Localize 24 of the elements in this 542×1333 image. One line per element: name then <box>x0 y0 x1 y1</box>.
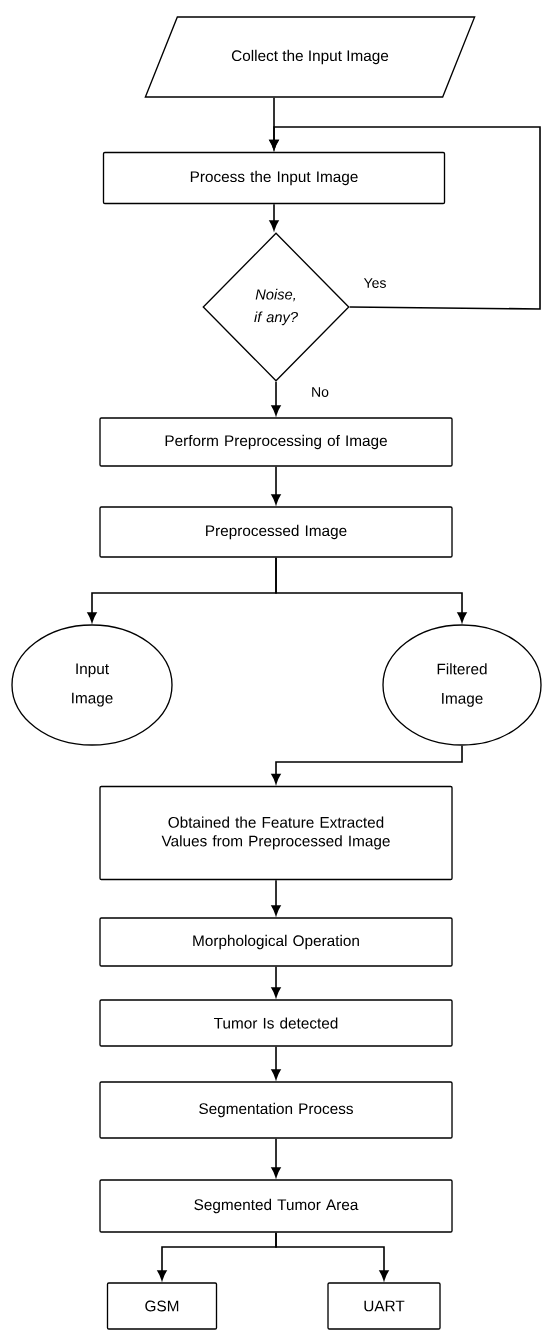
arrow <box>271 744 463 784</box>
edge-label: No <box>309 385 331 399</box>
process-box: Obtained the Feature Extracted Values from Preprocessed Image <box>99 785 453 881</box>
arrow <box>275 556 467 623</box>
arrow <box>271 1137 281 1178</box>
arrow <box>271 879 281 916</box>
process-box: UART <box>327 1282 441 1330</box>
process-box: Segmentation Process <box>99 1081 453 1139</box>
process-box: Preprocessed Image <box>99 506 453 558</box>
arrow <box>271 465 281 505</box>
process-box: Process the Input Image <box>102 151 446 205</box>
process-box: GSM <box>106 1282 218 1330</box>
arrow <box>271 1045 281 1080</box>
process-box: Tumor Is detected <box>99 999 453 1047</box>
process-box: Morphological Operation <box>99 917 453 967</box>
arrow <box>275 1231 389 1281</box>
arrow <box>269 126 541 310</box>
arrow <box>271 965 281 998</box>
input-parallelogram: Collect the Input Image <box>144 16 476 98</box>
arrow <box>269 203 279 231</box>
arrow <box>271 380 281 416</box>
edge-label: Yes <box>362 276 388 290</box>
process-box: Perform Preprocessing of Image <box>99 417 453 467</box>
process-box: Segmented Tumor Area <box>99 1179 453 1233</box>
